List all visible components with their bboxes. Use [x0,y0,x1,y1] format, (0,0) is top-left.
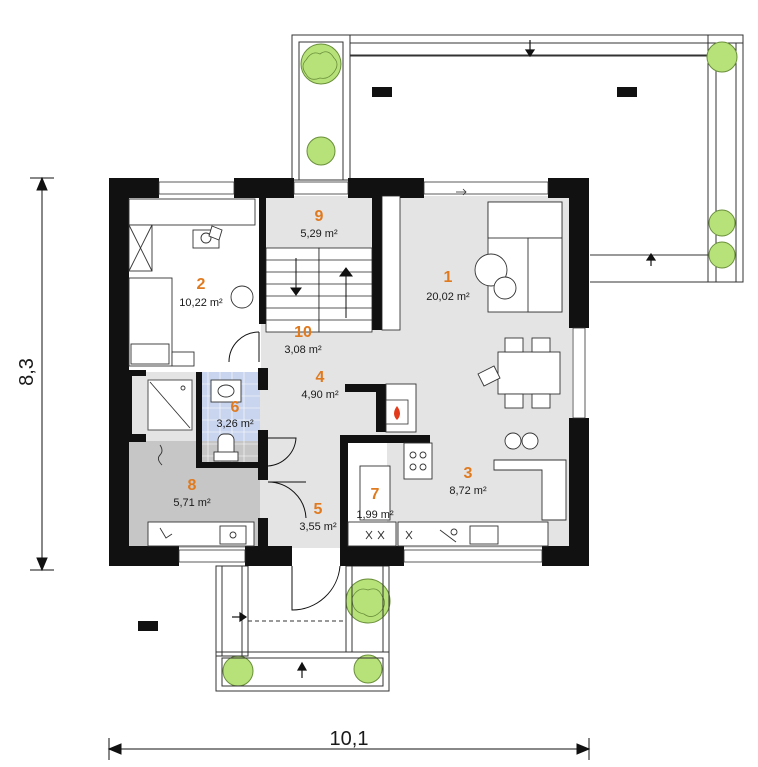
room-label-1: 1 20,02 m² [426,269,470,303]
bedroom-furniture [128,198,256,367]
dishwasher-icon [439,528,458,543]
room-area: 3,08 m² [284,344,322,356]
windows [158,181,586,563]
living-room-furniture [474,201,563,409]
stair-direction-arrow-icon [290,258,353,318]
room-area: 3,55 m² [299,521,337,533]
room-label-4: 4 4,90 m² [301,369,339,401]
room-area: 3,26 m² [216,418,254,430]
room-label-7: 7 1,99 m² [356,486,394,521]
room-number: 1 [444,269,453,286]
room-number: 5 [314,501,323,518]
room-label-10: 10 3,08 m² [284,324,322,356]
room-number: 3 [464,465,473,482]
walls [109,178,589,566]
room-area: 1,99 m² [356,509,394,521]
room-label-5: 5 3,55 m² [299,501,337,533]
room-number: 7 [371,486,380,503]
room-area: 4,90 m² [301,389,339,401]
terrace-entry-arrow-icon [524,40,657,266]
room-number: 6 [231,399,240,416]
room-area: 8,72 m² [449,485,487,497]
room-label-3: 3 8,72 m² [449,465,487,497]
room-area: 20,02 m² [426,291,470,303]
room-number: 2 [197,276,206,293]
bathroom-fixtures [149,379,242,462]
fireplace-icon [385,399,409,425]
tree-icon [353,654,383,684]
terrace-marker [617,87,637,97]
dimension-line-vertical [30,176,54,572]
room-label-2: 2 10,22 m² [179,276,223,309]
room-label-8: 8 5,71 m² [173,477,211,509]
tree-icon [706,41,738,73]
room-label-6: 6 3,26 m² [216,399,254,430]
width-dimension-label: 10,1 [330,728,369,750]
entrance-arrow-icon [232,611,308,678]
kitchen-furniture [347,383,567,547]
room-number: 9 [315,208,324,225]
room-number: 10 [294,324,312,341]
room-area: 5,71 m² [173,497,211,509]
laundry-fixtures [147,444,255,547]
dimension-line-horizontal [107,738,591,760]
room-area: 10,22 m² [179,297,223,309]
fridge-icon [365,530,413,540]
window-slide-arrow-icon [456,188,467,196]
tree-icon [222,655,254,687]
tree-icon [708,241,736,269]
terrace-marker [372,87,392,97]
room-number: 8 [188,477,197,494]
height-dimension-label: 8,3 [16,358,38,386]
tree-icon [300,43,342,85]
tree-icon [708,209,736,237]
tree-icon [345,578,391,624]
room-area: 5,29 m² [300,228,338,240]
room-number: 4 [316,369,325,386]
room-label-9: 9 5,29 m² [300,208,338,240]
tree-icon [306,136,336,166]
entrance-marker [138,621,158,631]
